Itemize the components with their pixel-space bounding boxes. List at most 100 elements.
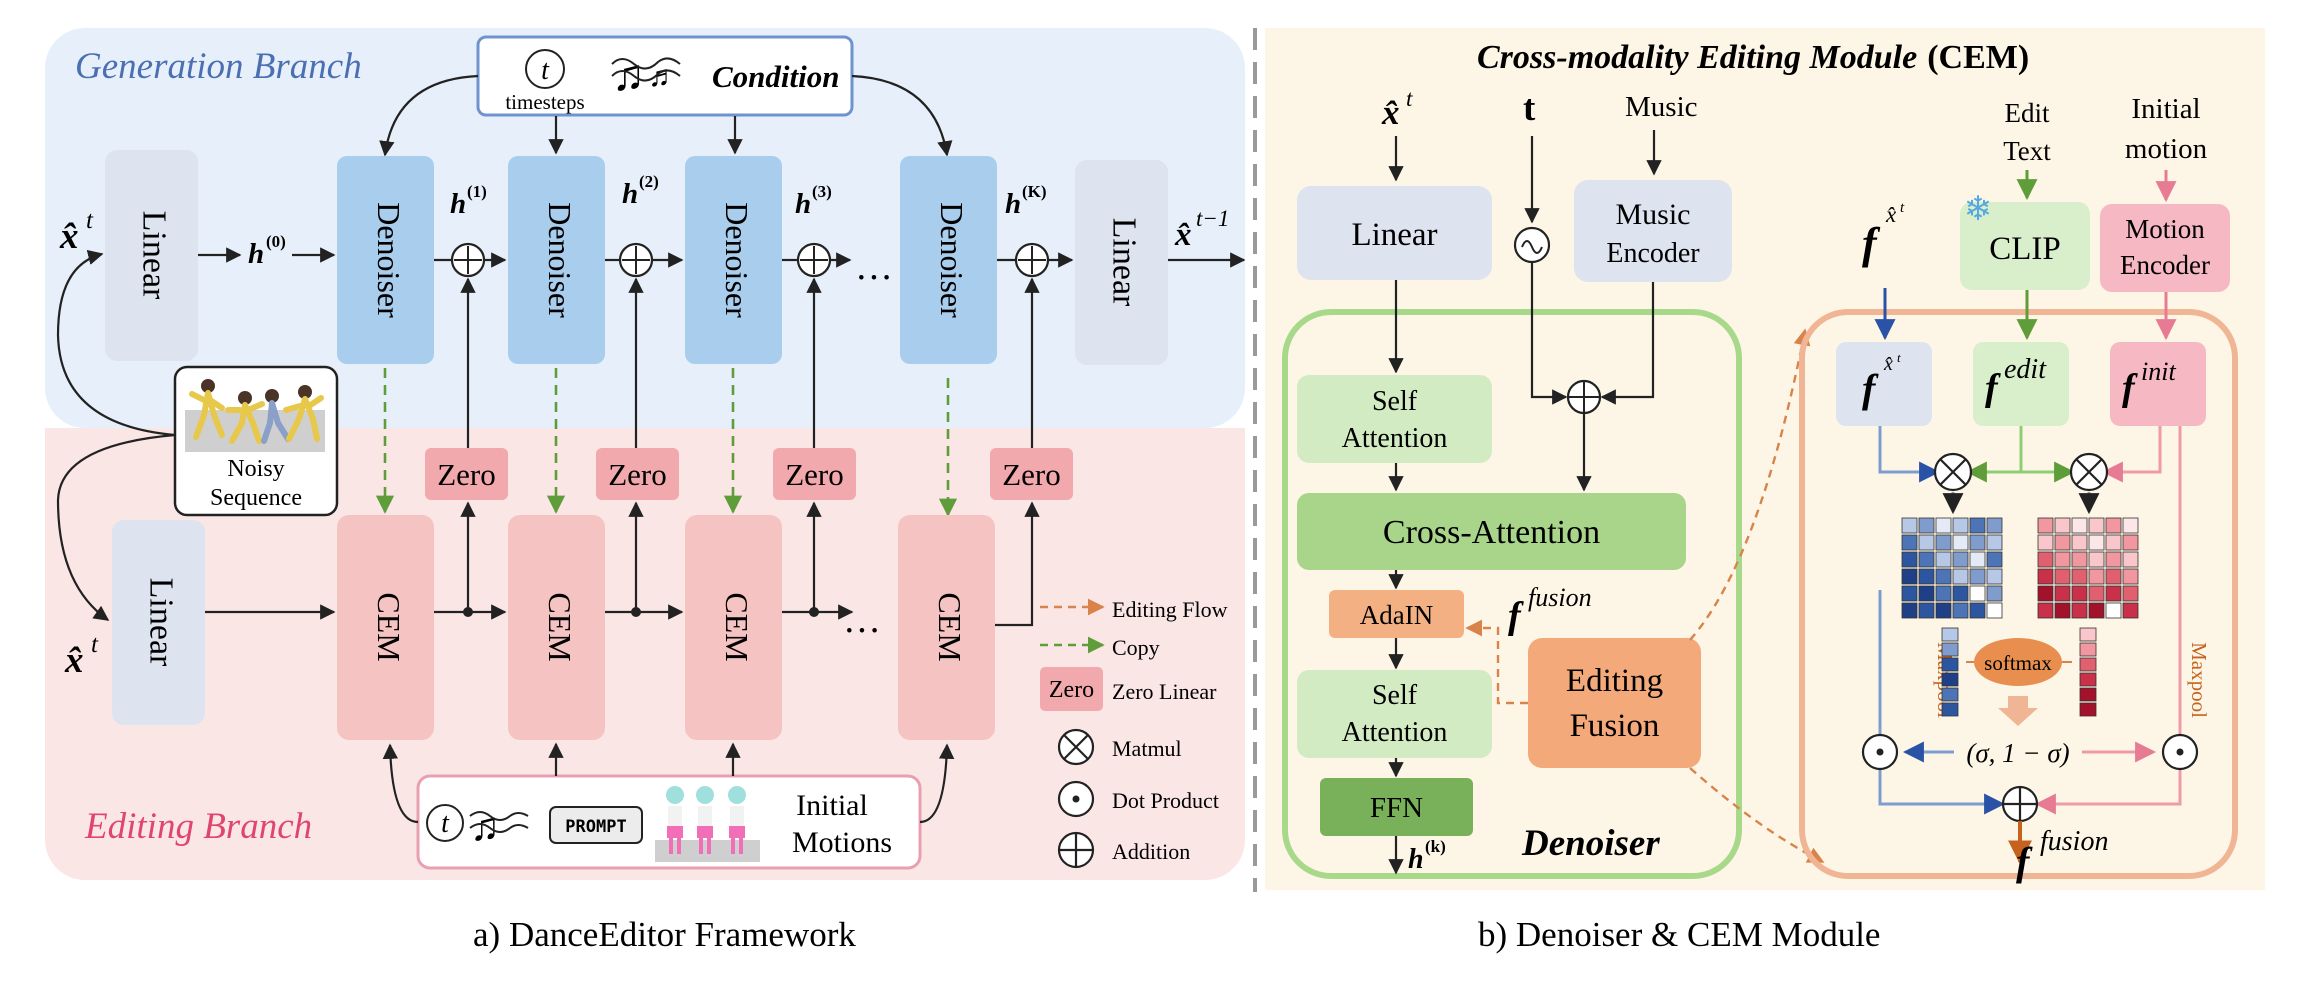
attention-heatmap-blue bbox=[1901, 517, 2003, 619]
svg-text:(3): (3) bbox=[812, 182, 832, 201]
editing-fusion-detail-container bbox=[1799, 309, 2238, 879]
svg-text:Attention: Attention bbox=[1342, 717, 1448, 748]
heatmap-cell bbox=[2105, 568, 2122, 585]
svg-text:h: h bbox=[622, 178, 638, 210]
heatmap-cell bbox=[1935, 602, 1952, 619]
heatmap-cell bbox=[1918, 602, 1935, 619]
svg-text:h: h bbox=[248, 238, 264, 270]
svg-text:Editing: Editing bbox=[1566, 663, 1663, 699]
svg-text:Attention: Attention bbox=[1342, 423, 1448, 454]
pooled-vector-cell bbox=[1941, 687, 1959, 702]
heatmap-cell bbox=[1969, 551, 1986, 568]
heatmap-cell bbox=[1901, 602, 1918, 619]
positional-encoding-icon bbox=[1513, 226, 1551, 264]
edit-text-label-2: Text bbox=[2003, 136, 2051, 166]
svg-text:softmax: softmax bbox=[1984, 651, 2052, 675]
editing-fusion-block: Editing Fusion bbox=[1528, 638, 1701, 768]
cross-attention-block: Cross-Attention bbox=[1297, 493, 1686, 570]
h1-label: h (1) bbox=[450, 182, 487, 220]
dancer-figures-icon bbox=[185, 379, 325, 452]
svg-text:Noisy: Noisy bbox=[227, 456, 284, 482]
dot-product-node-left bbox=[1861, 733, 1899, 771]
heatmap-cell bbox=[1952, 568, 1969, 585]
pooled-vector-cell bbox=[1941, 702, 1959, 717]
heatmap-cell bbox=[1901, 534, 1918, 551]
svg-text:h: h bbox=[450, 188, 466, 220]
svg-text:x̂: x̂ bbox=[1174, 217, 1192, 253]
f-x-block: f x̂ t bbox=[1836, 342, 1932, 426]
music-notes-icon: ♫ ♬ bbox=[611, 51, 681, 100]
svg-text:CEM: CEM bbox=[719, 592, 755, 661]
heatmap-cell bbox=[2088, 534, 2105, 551]
svg-text:t: t bbox=[1897, 350, 1901, 365]
svg-text:(K): (K) bbox=[1022, 182, 1047, 201]
matmul-legend-icon bbox=[1057, 728, 1095, 766]
svg-text:f: f bbox=[1862, 219, 1881, 268]
heatmap-cell bbox=[2122, 517, 2139, 534]
svg-text:Linear: Linear bbox=[1106, 218, 1143, 307]
initial-motion-figures-icon bbox=[655, 786, 760, 862]
f-fusion-output-label: f fusion bbox=[2016, 826, 2108, 884]
heatmap-cell bbox=[2054, 585, 2071, 602]
heatmap-cell bbox=[2105, 585, 2122, 602]
edit-ellipsis: ··· bbox=[843, 610, 881, 652]
heatmap-cell bbox=[1918, 551, 1935, 568]
heatmap-cell bbox=[2088, 602, 2105, 619]
sigma-label: (σ, 1 − σ) bbox=[1966, 738, 2069, 768]
heatmap-cell bbox=[1969, 585, 1986, 602]
ffn-block: FFN bbox=[1320, 778, 1473, 836]
svg-text:Cross-Attention: Cross-Attention bbox=[1383, 514, 1600, 551]
heatmap-cell bbox=[2088, 551, 2105, 568]
heatmap-cell bbox=[1986, 568, 2003, 585]
svg-text:x̂: x̂ bbox=[64, 640, 84, 681]
pooled-vector-blue bbox=[1941, 627, 1959, 717]
softmax-node: softmax bbox=[1974, 638, 2062, 686]
heatmap-cell bbox=[1969, 517, 1986, 534]
svg-text:(2): (2) bbox=[639, 172, 659, 191]
edit-text-label: Edit bbox=[2005, 98, 2050, 128]
zero-block-k: Zero bbox=[990, 448, 1073, 500]
svg-text:Music: Music bbox=[1616, 198, 1691, 231]
heatmap-cell bbox=[2088, 568, 2105, 585]
heatmap-cell bbox=[2122, 534, 2139, 551]
cem-inputs-box: t ♫ PROMPT Initial Motions bbox=[416, 774, 922, 870]
heatmap-cell bbox=[1935, 551, 1952, 568]
heatmap-cell bbox=[2037, 568, 2054, 585]
heatmap-cell bbox=[2105, 517, 2122, 534]
heatmap-cell bbox=[1986, 602, 2003, 619]
svg-text:Self: Self bbox=[1372, 386, 1418, 417]
svg-text:Editing Flow: Editing Flow bbox=[1112, 597, 1228, 622]
heatmap-cell bbox=[2054, 602, 2071, 619]
timestep-circle-icon bbox=[525, 49, 565, 89]
edit-input-label: x̂ t bbox=[64, 631, 99, 681]
heatmap-cell bbox=[2037, 602, 2054, 619]
svg-text:t−1: t−1 bbox=[1196, 206, 1229, 231]
f-x-top-label: f x̂ t bbox=[1862, 200, 1905, 268]
heatmap-cell bbox=[2122, 568, 2139, 585]
heatmap-cell bbox=[2071, 534, 2088, 551]
svg-text:t: t bbox=[1900, 200, 1905, 216]
svg-text:Denoiser: Denoiser bbox=[934, 202, 970, 318]
heatmap-cell bbox=[2054, 534, 2071, 551]
cem-input-t-label: t bbox=[1523, 88, 1536, 129]
svg-text:Zero Linear: Zero Linear bbox=[1112, 679, 1217, 704]
f-init-block: f init bbox=[2110, 342, 2206, 426]
heatmap-cell bbox=[1952, 585, 1969, 602]
h0-label: h (0) bbox=[248, 232, 286, 270]
gen-output-linear-block: Linear bbox=[1075, 160, 1168, 365]
svg-text:Cross-modality Editing Module(: Cross-modality Editing Module(CEM) bbox=[1477, 39, 2029, 76]
heatmap-cell bbox=[2105, 602, 2122, 619]
addition-node-3 bbox=[796, 242, 832, 278]
cem-block-3: CEM bbox=[685, 515, 782, 740]
clip-block: CLIP ❄ bbox=[1960, 191, 2090, 290]
addition-node-k bbox=[1014, 242, 1050, 278]
dot-product-node-right bbox=[2161, 733, 2199, 771]
h3-label: h (3) bbox=[795, 182, 832, 220]
heatmap-cell bbox=[1918, 568, 1935, 585]
prompt-icon bbox=[549, 806, 643, 844]
heatmap-cell bbox=[2088, 585, 2105, 602]
pooled-vector-cell bbox=[1941, 627, 1959, 642]
svg-text:t: t bbox=[1406, 86, 1413, 111]
svg-text:(k): (k) bbox=[1425, 837, 1446, 856]
